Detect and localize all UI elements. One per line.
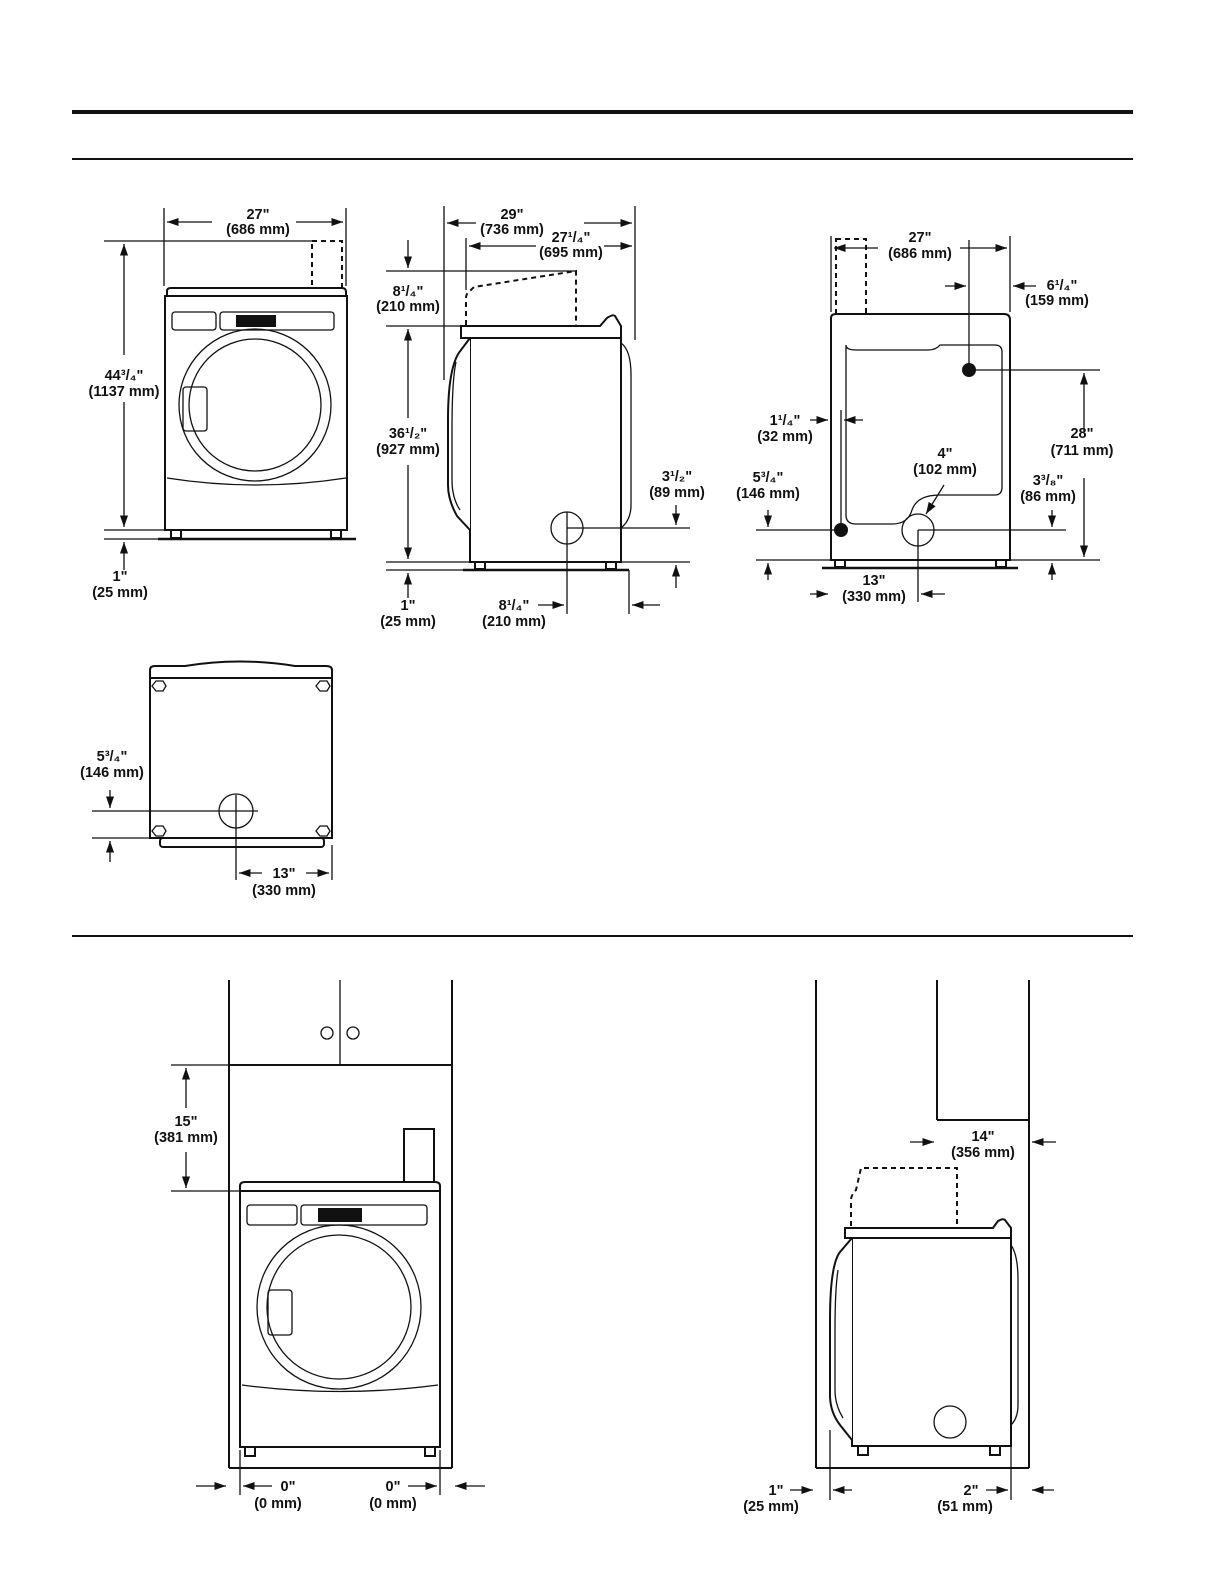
side-depth-mm: (736 mm) bbox=[480, 222, 544, 238]
recess-rear-clear-in: 2" bbox=[964, 1483, 979, 1499]
rear-left-offset-in: 1¹/₄" bbox=[770, 413, 801, 429]
side-cabinet-depth-mm: (695 mm) bbox=[539, 245, 603, 261]
side-vent-height-mm: (210 mm) bbox=[376, 299, 440, 315]
side-depth-in: 29" bbox=[500, 207, 523, 223]
recess-front-clear-in: 1" bbox=[769, 1483, 784, 1499]
rear-left-offset-mm: (32 mm) bbox=[757, 429, 813, 445]
rear-vent-center-in: 13" bbox=[862, 573, 885, 589]
bottom-edge-mm: (146 mm) bbox=[80, 765, 144, 781]
front-view-drawing bbox=[104, 208, 356, 570]
bottom-view-drawing bbox=[92, 660, 333, 880]
bottom-edge-in: 5³/₄" bbox=[97, 749, 128, 765]
recess-rear-clear-mm: (51 mm) bbox=[937, 1499, 993, 1515]
rear-right-offset-in: 6¹/₄" bbox=[1047, 278, 1078, 294]
rear-low-left-in: 5³/₄" bbox=[753, 470, 784, 486]
rear-right-offset-mm: (159 mm) bbox=[1025, 293, 1089, 309]
front-width-mm: (686 mm) bbox=[226, 222, 290, 238]
recess-side-drawing bbox=[790, 980, 1056, 1500]
rear-view-drawing bbox=[756, 236, 1100, 602]
side-cabinet-height-in: 36¹/₂" bbox=[389, 426, 427, 442]
recess-front-drawing bbox=[171, 980, 485, 1495]
recess-right-clear-mm: (0 mm) bbox=[369, 1496, 417, 1512]
rear-low-left-mm: (146 mm) bbox=[736, 486, 800, 502]
rear-width-mm: (686 mm) bbox=[888, 246, 952, 262]
bottom-center-mm: (330 mm) bbox=[252, 883, 316, 899]
recess-left-clear-mm: (0 mm) bbox=[254, 1496, 302, 1512]
recess-cabinet-clear-in: 15" bbox=[174, 1114, 197, 1130]
recess-top-clear-in: 14" bbox=[971, 1129, 994, 1145]
rear-low-right-mm: (86 mm) bbox=[1020, 489, 1076, 505]
rear-low-right-in: 3³/₈" bbox=[1033, 473, 1064, 489]
side-vent-height-in: 8¹/₄" bbox=[393, 284, 424, 300]
front-height-mm: (1137 mm) bbox=[89, 384, 160, 400]
recess-front-clear-mm: (25 mm) bbox=[743, 1499, 799, 1515]
side-exhaust-back-in: 8¹/₄" bbox=[499, 598, 530, 614]
side-exhaust-height-in: 3¹/₂" bbox=[662, 469, 692, 485]
side-foot-in: 1" bbox=[401, 598, 416, 614]
side-foot-mm: (25 mm) bbox=[380, 614, 436, 630]
recess-top-clear-mm: (356 mm) bbox=[951, 1145, 1015, 1161]
rear-width-in: 27" bbox=[908, 230, 931, 246]
rear-gas-height-mm: (711 mm) bbox=[1051, 443, 1114, 459]
front-foot-in: 1" bbox=[113, 569, 128, 585]
side-exhaust-height-mm: (89 mm) bbox=[649, 485, 705, 501]
front-height-in: 44³/₄" bbox=[105, 368, 144, 384]
side-view-drawing bbox=[386, 206, 690, 614]
recess-cabinet-clear-mm: (381 mm) bbox=[154, 1130, 218, 1146]
rear-vent-center-mm: (330 mm) bbox=[842, 589, 906, 605]
rear-vent-dia-in: 4" bbox=[938, 446, 953, 462]
side-cabinet-depth-in: 27¹/₄" bbox=[552, 230, 591, 246]
rear-gas-height-in: 28" bbox=[1070, 426, 1093, 442]
rear-vent-dia-mm: (102 mm) bbox=[913, 462, 977, 478]
front-foot-mm: (25 mm) bbox=[92, 585, 148, 601]
recess-right-clear-in: 0" bbox=[386, 1479, 401, 1495]
section-rules bbox=[72, 110, 1133, 937]
side-cabinet-height-mm: (927 mm) bbox=[376, 442, 440, 458]
side-exhaust-back-mm: (210 mm) bbox=[482, 614, 546, 630]
recess-left-clear-in: 0" bbox=[281, 1479, 296, 1495]
bottom-center-in: 13" bbox=[272, 866, 295, 882]
front-width-in: 27" bbox=[246, 207, 269, 223]
